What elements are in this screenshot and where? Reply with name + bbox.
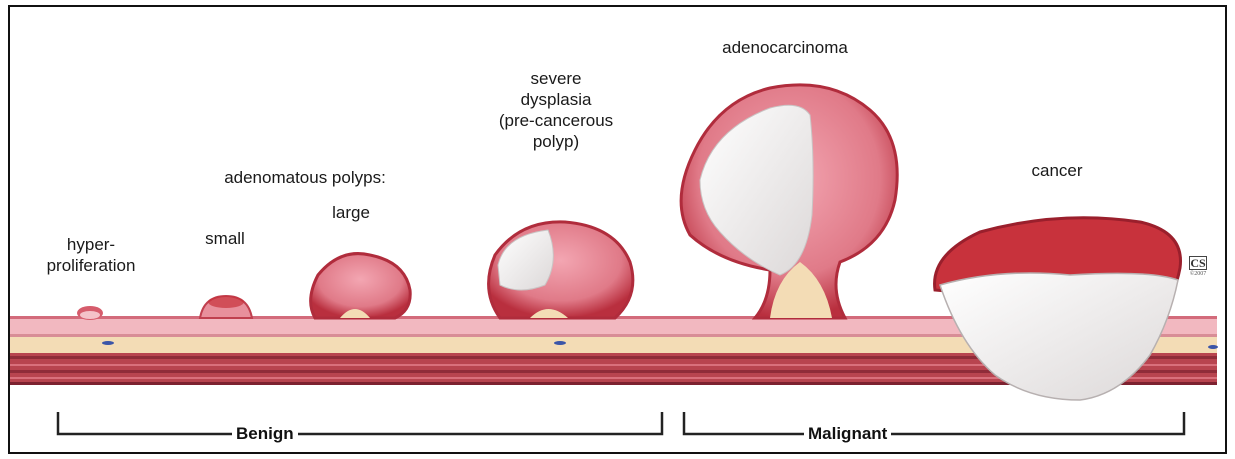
label-severe-dysplasia: severe dysplasia (pre-cancerous polyp) [486,68,626,152]
dysplasia-polyp [489,222,633,318]
label-adenomatous-polyps: adenomatous polyps: [180,167,430,188]
label-hyperproliferation: hyper- proliferation [36,234,146,276]
label-small: small [190,228,260,249]
benign-bracket [58,412,662,434]
label-large: large [316,202,386,223]
adenocarcinoma-mass [681,85,897,318]
malignant-bracket [684,412,1184,434]
logo-subtext: ©2007 [1186,270,1210,278]
large-polyp [311,254,411,318]
label-malignant: Malignant [804,424,891,444]
logo-mark: CS [1189,256,1207,270]
hyperproliferation-bump [77,306,103,320]
small-polyp [200,296,252,318]
label-adenocarcinoma: adenocarcinoma [700,37,870,58]
label-cancer: cancer [1012,160,1102,181]
copyright-logo: CS ©2007 [1186,256,1210,296]
label-benign: Benign [232,424,298,444]
